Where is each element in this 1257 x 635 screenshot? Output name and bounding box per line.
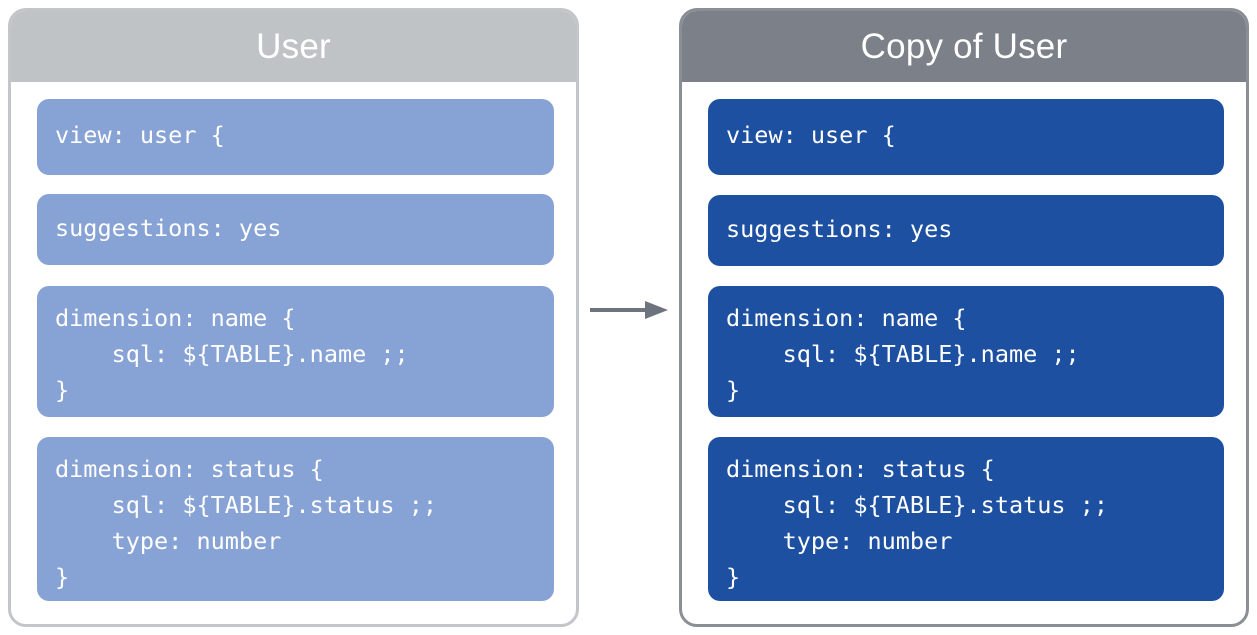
panel-source-header: User	[11, 11, 576, 82]
code-block-suggestions: suggestions: yes	[708, 195, 1224, 266]
code-block-view: view: user {	[37, 99, 554, 175]
panel-source-user: User view: user { suggestions: yes dimen…	[8, 8, 579, 627]
code-block-suggestions: suggestions: yes	[37, 194, 554, 265]
panel-source-title: User	[256, 27, 331, 66]
panel-copy-header: Copy of User	[682, 11, 1246, 82]
code-block-dimension-name: dimension: name { sql: ${TABLE}.name ;; …	[37, 286, 554, 417]
code-block-dimension-status: dimension: status { sql: ${TABLE}.status…	[708, 437, 1224, 601]
panel-copy-of-user: Copy of User view: user { suggestions: y…	[679, 8, 1249, 627]
right-arrow-icon	[590, 298, 670, 322]
panel-copy-body: view: user { suggestions: yes dimension:…	[682, 82, 1246, 624]
panel-copy-title: Copy of User	[860, 27, 1068, 66]
panel-source-body: view: user { suggestions: yes dimension:…	[11, 82, 576, 624]
code-block-dimension-name: dimension: name { sql: ${TABLE}.name ;; …	[708, 286, 1224, 417]
code-block-dimension-status: dimension: status { sql: ${TABLE}.status…	[37, 437, 554, 601]
code-block-view: view: user {	[708, 99, 1224, 175]
